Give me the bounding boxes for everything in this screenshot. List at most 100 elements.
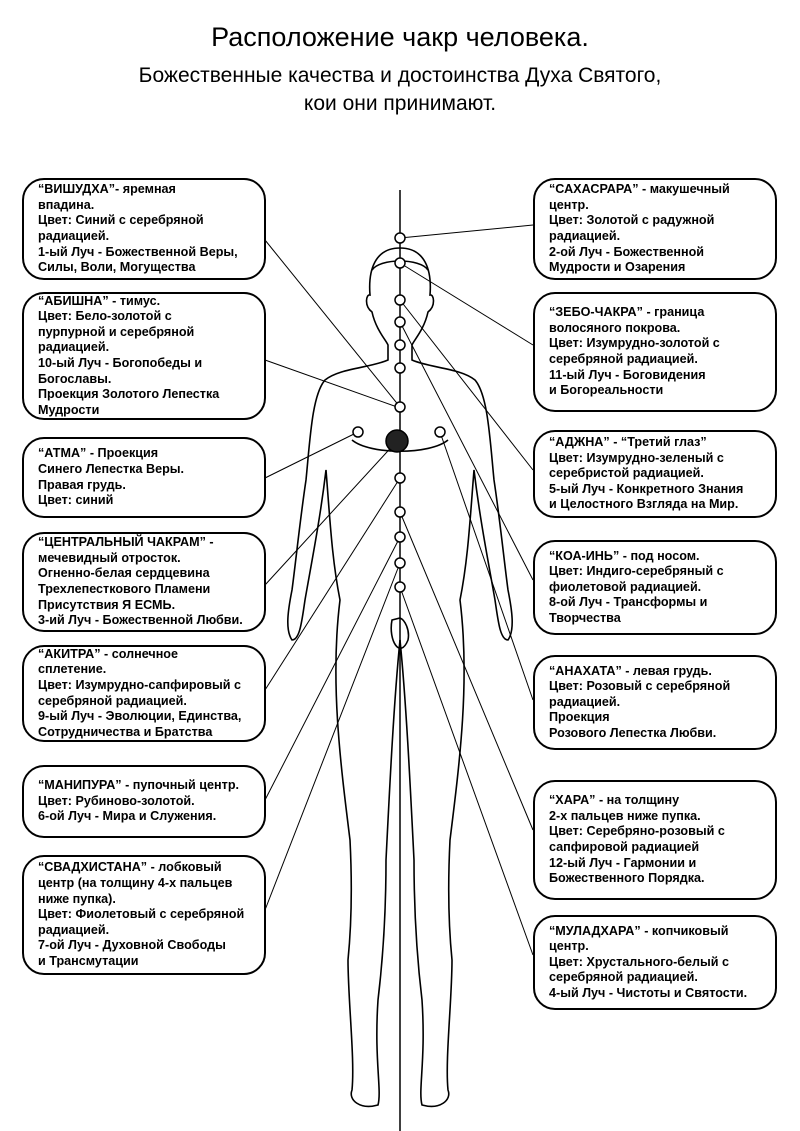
chakra-box-line: Цвет: Розовый с серебряной [549, 679, 731, 694]
chakra-box-anahata: “АНАХАТА” - левая грудь.Цвет: Розовый с … [533, 655, 777, 750]
chakra-box-line: 4-ый Луч - Чистоты и Святости. [549, 985, 748, 1000]
chakra-box-line: Силы, Воли, Могущества [38, 260, 196, 275]
chakra-dot-manipura [394, 531, 406, 543]
chakra-box-line: радиацией. [549, 694, 621, 709]
chakra-box-line: Цвет: Золотой с радужной [549, 213, 715, 228]
chakra-box-line: Цвет: Хрустального-белый с [549, 954, 730, 969]
chakra-box-line: фиолетовой радиацией. [549, 579, 702, 594]
chakra-box-line: серебристой радиацией. [549, 466, 704, 481]
chakra-box-line: “ХАРА” - на толщину [549, 793, 680, 808]
chakra-box-line: Мудрости и Озарения [549, 260, 686, 275]
chakra-box-line: 1-ый Луч - Божественной Веры, [38, 244, 238, 259]
chakra-box-line: “АДЖНА” - “Третий глаз” [549, 435, 707, 450]
chakra-box-line: волосяного покрова. [549, 320, 681, 335]
chakra-box-line: Мудрости [38, 402, 100, 417]
chakra-box-line: Сотрудничества и Братства [38, 724, 213, 739]
chakra-box-line: “АБИШНА” - тимус. [38, 293, 161, 308]
chakra-dot-atma [352, 426, 364, 438]
chakra-box-line: “КОА-ИНЬ” - под носом. [549, 548, 700, 563]
chakra-box-line: 2-х пальцев ниже пупка. [549, 808, 701, 823]
chakra-box-line: Цвет: Серебряно-розовый с [549, 824, 725, 839]
chakra-dot-muladhara [394, 581, 406, 593]
chakra-box-ajna: “АДЖНА” - “Третий глаз”Цвет: Изумрудно-з… [533, 430, 777, 518]
chakra-box-line: центр. [549, 197, 589, 212]
chakra-box-line: Божественного Порядка. [549, 871, 705, 886]
chakra-box-line: серебряной радиацией. [38, 693, 187, 708]
chakra-box-line: Цвет: Бело-золотой с [38, 309, 172, 324]
subtitle-line-1: Божественные качества и достоинства Духа… [138, 64, 662, 87]
chakra-box-manipura: “МАНИПУРА” - пупочный центр.Цвет: Рубино… [22, 765, 266, 838]
chakra-box-line: Цвет: синий [38, 493, 114, 508]
chakra-box-line: 5-ый Луч - Конкретного Знания [549, 481, 744, 496]
chakra-box-line: “СВАДХИСТАНА” - лобковый [38, 860, 222, 875]
chakra-box-line: Цвет: Изумрудно-сапфировый с [38, 677, 241, 692]
chakra-box-line: “АНАХАТА” - левая грудь. [549, 663, 712, 678]
chakra-box-line: сапфировой радиацией [549, 840, 700, 854]
chakra-box-line: Проекция Золотого Лепестка [38, 387, 220, 402]
chakra-box-line: серебряной радиацией. [549, 970, 698, 985]
chakra-box-line: “ЦЕНТРАЛЬНЫЙ ЧАКРАМ” - [38, 535, 214, 550]
chakra-box-line: 8-ой Луч - Трансформы и [549, 595, 708, 610]
chakra-box-line: Цвет: Изумрудно-зеленый с [549, 450, 724, 465]
chakra-box-line: Цвет: Индиго-серебряный с [549, 564, 724, 579]
chakra-box-line: впадина. [38, 197, 95, 212]
chakra-box-line: “АТМА” - Проекция [38, 446, 159, 461]
chakra-box-line: центр. [549, 939, 589, 954]
chakra-box-line: Правая грудь. [38, 477, 126, 492]
chakra-box-line: 3-ий Луч - Божественной Любви. [38, 613, 243, 628]
chakra-box-line: и Трансмутации [38, 953, 139, 968]
chakra-dot-koa-in [394, 316, 406, 328]
chakra-dot-central [385, 429, 409, 453]
chakra-box-line: радиацией. [38, 340, 110, 355]
chakra-box-line: Трехлепесткового Пламени [38, 582, 211, 596]
chakra-box-line: серебряной радиацией. [549, 352, 698, 366]
chakra-dot-ajna [394, 294, 406, 306]
chakra-box-line: 2-ой Луч - Божественной [549, 244, 705, 259]
chakra-box-line: Цвет: Изумрудно-золотой с [549, 336, 720, 351]
chakra-dot-vishuddha [394, 401, 406, 413]
chakra-dot-svadhisthana [394, 557, 406, 569]
chakra-box-line: сплетение. [38, 662, 107, 677]
chakra-box-line: радиацией. [38, 229, 110, 243]
chakra-box-line: Присутствия Я ЕСМЬ. [38, 597, 176, 612]
chakra-box-line: 9-ый Луч - Эволюции, Единства, [38, 709, 242, 724]
chakra-box-central-chakram: “ЦЕНТРАЛЬНЫЙ ЧАКРАМ” -мечевидный отросто… [22, 532, 266, 632]
chakra-box-line: радиацией. [549, 229, 621, 243]
chakra-box-line: и Целостного Взгляда на Мир. [549, 497, 739, 512]
chakra-dot-akitra [394, 472, 406, 484]
chakra-box-line: 12-ый Луч - Гармонии и [549, 855, 697, 870]
chakra-box-line: “МУЛАДХАРА” - копчиковый [549, 923, 729, 938]
chakra-dot-anahata [434, 426, 446, 438]
chakra-box-line: “ЗЕБО-ЧАКРА” - граница [549, 305, 705, 320]
chakra-dot-hara [394, 506, 406, 518]
chakra-dot-sahasrara [394, 232, 406, 244]
chakra-points [352, 232, 446, 593]
chakra-dot [394, 339, 406, 351]
chakra-box-line: ниже пупка). [38, 891, 116, 906]
chakra-box-line: Огненно-белая сердцевина [38, 566, 210, 581]
chakra-box-line: центр (на толщину 4-х пальцев [38, 876, 233, 891]
page-title: Расположение чакр человека. [211, 22, 589, 52]
chakra-dot-zebo [394, 257, 406, 269]
chakra-box-line: 7-ой Луч - Духовной Свободы [38, 938, 226, 953]
chakra-box-line: Синего Лепестка Веры. [38, 461, 185, 476]
chakra-box-line: Розового Лепестка Любви. [549, 725, 717, 740]
chakra-box-line: “АКИТРА” - солнечное [38, 646, 178, 661]
chakra-box-line: Творчества [549, 610, 621, 625]
chakra-box-line: Цвет: Синий с серебряной [38, 213, 204, 228]
chakra-box-line: 10-ый Луч - Богопобеды и [38, 356, 203, 370]
chakra-box-line: 6-ой Луч - Мира и Служения. [38, 809, 217, 824]
chakra-box-line: “ВИШУДХА”- яремная [38, 182, 176, 197]
chakra-box-line: Проекция [549, 710, 610, 725]
chakra-box-line: мечевидный отросток. [38, 550, 181, 565]
